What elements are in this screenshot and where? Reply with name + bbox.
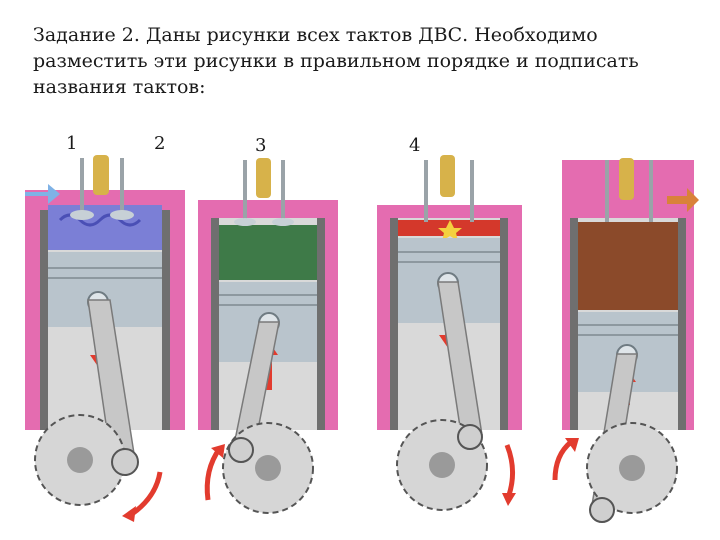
spark-icon bbox=[438, 220, 462, 241]
label-4: 4 bbox=[409, 135, 421, 156]
crank-rotation-arrow-icon bbox=[130, 471, 163, 517]
spark-plug-icon bbox=[440, 155, 455, 197]
task-line-3: названия тактов: bbox=[33, 76, 206, 98]
combustion-chamber bbox=[219, 225, 317, 280]
spark-plug-icon bbox=[256, 158, 271, 198]
crank-rotation-arrow-icon bbox=[504, 444, 515, 496]
task-line-2: разместить эти рисунки в правильном поря… bbox=[33, 50, 639, 72]
intake-arrow-icon bbox=[25, 184, 60, 204]
exhaust-arrow-icon bbox=[667, 188, 699, 212]
stroke-figure-4 bbox=[552, 158, 699, 523]
combustion-chamber bbox=[578, 222, 678, 310]
combustion-chamber bbox=[48, 205, 162, 250]
valve-stem bbox=[80, 158, 84, 213]
spark-plug-icon bbox=[93, 155, 109, 195]
crank-rotation-arrow-icon bbox=[204, 446, 223, 501]
label-3: 3 bbox=[255, 135, 267, 156]
task-line-1: Задание 2. Даны рисунки всех тактов ДВС.… bbox=[33, 24, 598, 46]
stroke-figure-3 bbox=[377, 155, 522, 511]
label-1: 1 bbox=[66, 133, 78, 154]
stroke-figure-1 bbox=[25, 155, 185, 522]
label-2: 2 bbox=[154, 133, 166, 154]
crank-rotation-arrow-icon bbox=[552, 440, 573, 481]
spark-plug-icon bbox=[619, 158, 634, 200]
task-statement: Задание 2. Даны рисунки всех тактов ДВС.… bbox=[33, 22, 693, 100]
stroke-figure-2 bbox=[198, 158, 338, 514]
